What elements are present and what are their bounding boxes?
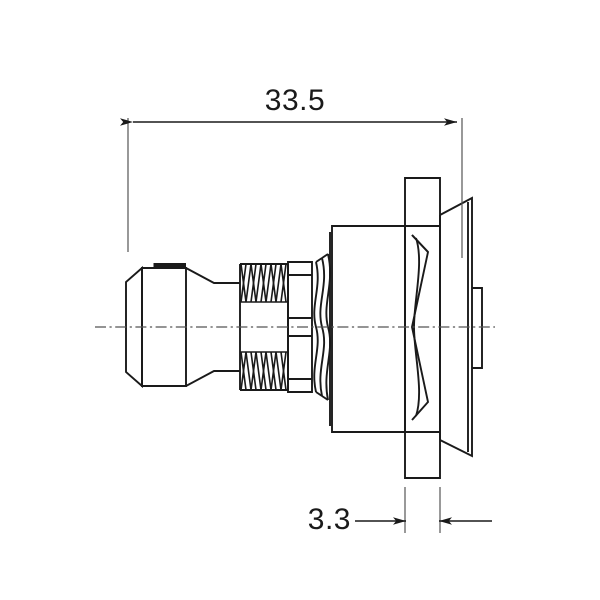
part-geometry (125, 177, 483, 479)
mounting-flange (404, 177, 441, 479)
retaining-nut (287, 261, 313, 393)
thread-teeth-bottom (240, 351, 288, 391)
dimension-value-flange: 3.3 (308, 503, 351, 536)
main-body (329, 225, 406, 433)
taper-transition (185, 267, 240, 387)
hex-tab-top (153, 263, 186, 269)
thread-teeth-top (240, 263, 288, 303)
dimension-value-overall: 33.5 (265, 84, 325, 117)
rear-boss (472, 287, 483, 369)
dimension-flange-thickness: 3.3 (308, 487, 492, 536)
dimension-overall-length: 33.5 (120, 84, 463, 258)
